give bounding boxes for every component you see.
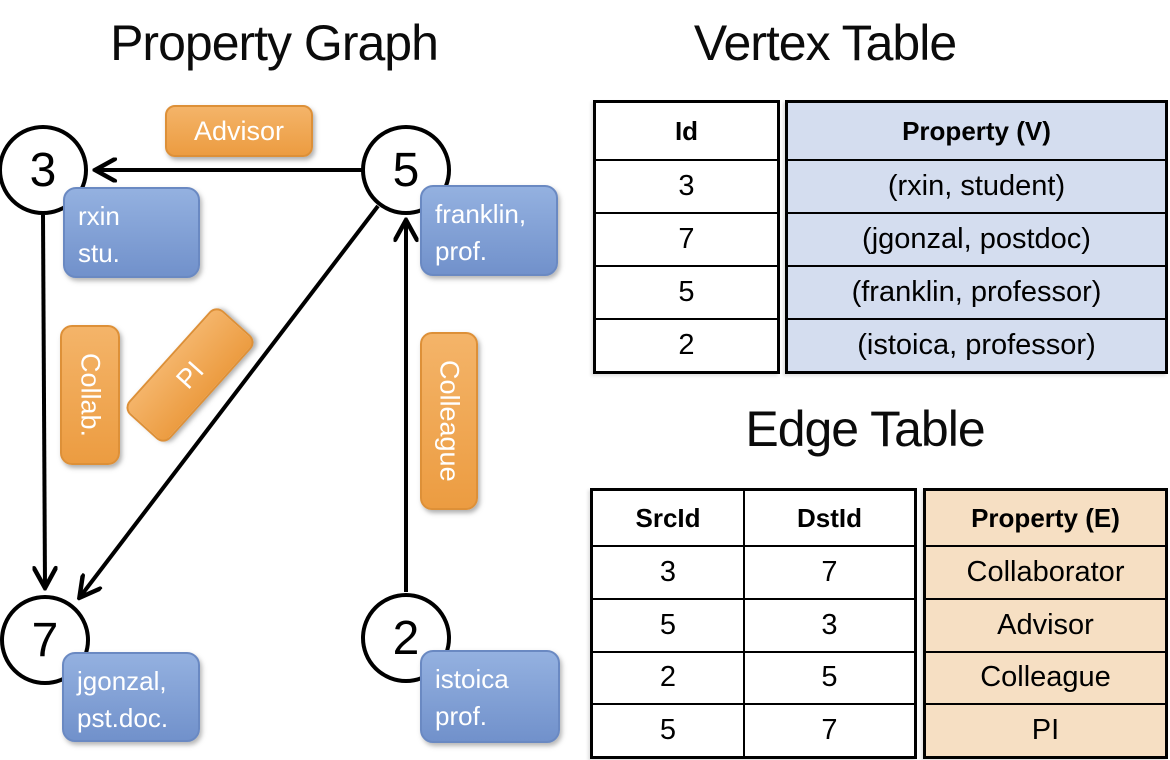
vertex-label-franklin-line1: franklin, bbox=[435, 199, 527, 229]
vertex-label-franklin-line2: prof. bbox=[435, 235, 488, 266]
edge-table-dstid-cell: 5 bbox=[821, 661, 838, 694]
vertex-label-rxin: rxin stu. bbox=[63, 187, 200, 278]
node-circle-2: 2 bbox=[361, 593, 451, 683]
edge-table-property-cell: Advisor bbox=[926, 597, 1165, 651]
vertex-label-jgonzal: jgonzal, pst.doc. bbox=[62, 652, 200, 742]
vertex-table-property-cell: (franklin, professor) bbox=[788, 265, 1165, 318]
edge-arrow-pi-5-to-7 bbox=[80, 204, 380, 597]
node-id-3: 3 bbox=[29, 143, 57, 197]
node-id-5: 5 bbox=[392, 143, 420, 197]
edge-arrow-collab-3-to-7 bbox=[43, 214, 45, 587]
vertex-label-istoica-line1: istoica bbox=[435, 664, 509, 694]
vertex-label-jgonzal-line1: jgonzal, bbox=[77, 666, 167, 696]
edge-table-srcid-cell: 5 bbox=[593, 599, 745, 651]
edge-table-ids-row: 5 7 bbox=[593, 703, 914, 756]
edge-table-dstid-cell: 7 bbox=[821, 555, 838, 588]
node-circle-5: 5 bbox=[361, 125, 451, 215]
vertex-table-property-cell: (rxin, student) bbox=[788, 159, 1165, 212]
edge-table-srcid-cell: 2 bbox=[593, 652, 745, 704]
vertex-table-id-column: Id 3 7 5 2 bbox=[593, 100, 780, 374]
edge-table-property-cell: PI bbox=[926, 703, 1165, 756]
edge-table-dstid-cell: 3 bbox=[821, 608, 838, 641]
vertex-table-id-cell: 2 bbox=[596, 318, 777, 371]
edge-table-dstid-header: DstId bbox=[797, 502, 862, 533]
edge-label-advisor: Advisor bbox=[165, 105, 313, 157]
edge-table-srcid-cell: 3 bbox=[593, 547, 745, 598]
edge-table-ids-row: 2 5 bbox=[593, 650, 914, 704]
vertex-label-istoica: istoica prof. bbox=[420, 650, 560, 743]
vertex-label-rxin-line2: stu. bbox=[78, 237, 120, 268]
edge-table-property-cell: Collaborator bbox=[926, 545, 1165, 598]
vertex-table-id-header: Id bbox=[674, 115, 699, 146]
vertex-label-istoica-line2: prof. bbox=[435, 700, 488, 731]
vertex-table-id-cell: 7 bbox=[596, 212, 777, 265]
vertex-table-property-header: Property (V) bbox=[902, 115, 1051, 146]
vertex-label-jgonzal-line2: pst.doc. bbox=[77, 702, 169, 733]
node-id-7: 7 bbox=[31, 613, 59, 667]
edge-table-srcid-cell: 5 bbox=[593, 705, 745, 756]
vertex-table-id-cell: 3 bbox=[596, 159, 777, 212]
edge-table-ids-header-row: SrcId DstId bbox=[593, 491, 914, 545]
edge-table-ids-row: 5 3 bbox=[593, 597, 914, 651]
edge-table-property-cell: Colleague bbox=[926, 650, 1165, 704]
vertex-label-franklin: franklin, prof. bbox=[420, 185, 558, 276]
node-id-2: 2 bbox=[392, 611, 420, 665]
edge-table-property-header: Property (E) bbox=[971, 502, 1120, 533]
vertex-table-property-cell: (istoica, professor) bbox=[788, 318, 1165, 371]
edge-label-collab: Collab. bbox=[60, 325, 120, 465]
edge-table-dstid-cell: 7 bbox=[821, 714, 838, 747]
edge-table-srcid-header: SrcId bbox=[593, 491, 745, 545]
edge-label-colleague: Colleague bbox=[420, 332, 478, 510]
vertex-table-property-cell: (jgonzal, postdoc) bbox=[788, 212, 1165, 265]
graph-edges-svg bbox=[0, 0, 580, 760]
edge-table-property-column: Property (E) Collaborator Advisor Collea… bbox=[923, 488, 1168, 759]
vertex-table-title: Vertex Table bbox=[693, 15, 957, 71]
property-graph-title: Property Graph bbox=[110, 15, 439, 71]
vertex-table-property-column: Property (V) (rxin, student) (jgonzal, p… bbox=[785, 100, 1168, 374]
edge-table-ids-row: 3 7 bbox=[593, 545, 914, 598]
edge-table-title: Edge Table bbox=[745, 401, 985, 457]
vertex-table-id-cell: 5 bbox=[596, 265, 777, 318]
vertex-label-rxin-line1: rxin bbox=[78, 201, 120, 231]
edge-table-ids-columns: SrcId DstId 3 7 5 3 2 5 5 7 bbox=[590, 488, 917, 759]
